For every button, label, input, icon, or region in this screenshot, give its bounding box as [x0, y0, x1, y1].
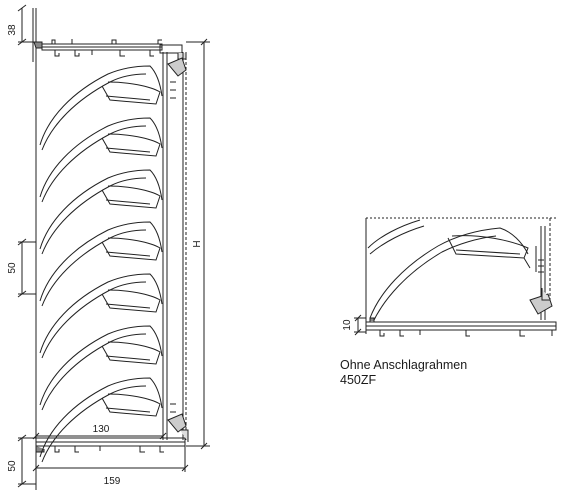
- dim-frame-label: 10: [342, 319, 353, 331]
- dim-slat-pitch-label: 50: [7, 262, 18, 274]
- caption-title: Ohne Anschlagrahmen: [340, 358, 468, 372]
- dim-bottom-label: 50: [7, 460, 18, 472]
- louvre-section-left: [17, 4, 210, 490]
- dim-overall-width-label: 159: [104, 476, 121, 487]
- side-frame-profile: [162, 52, 187, 440]
- louvre-slats: [39, 65, 163, 463]
- dim-inner-width-label: 130: [93, 424, 110, 435]
- louvre-section-detail: [354, 217, 558, 337]
- dim-height: [186, 38, 210, 450]
- dim-bottom: [17, 434, 36, 488]
- dim-top: [17, 4, 36, 46]
- dim-top-label: 38: [7, 24, 18, 36]
- dim-overall-width: [32, 446, 189, 472]
- caption-model: 450ZF: [340, 373, 377, 387]
- bottom-rail-profile: [35, 429, 189, 453]
- detail-caption: Ohne Anschlagrahmen 450ZF: [340, 358, 560, 388]
- dim-height-label: H: [192, 240, 203, 247]
- dim-slat-pitch: [17, 238, 36, 298]
- dim-frame: [354, 314, 366, 336]
- dim-inner-width: [32, 432, 167, 440]
